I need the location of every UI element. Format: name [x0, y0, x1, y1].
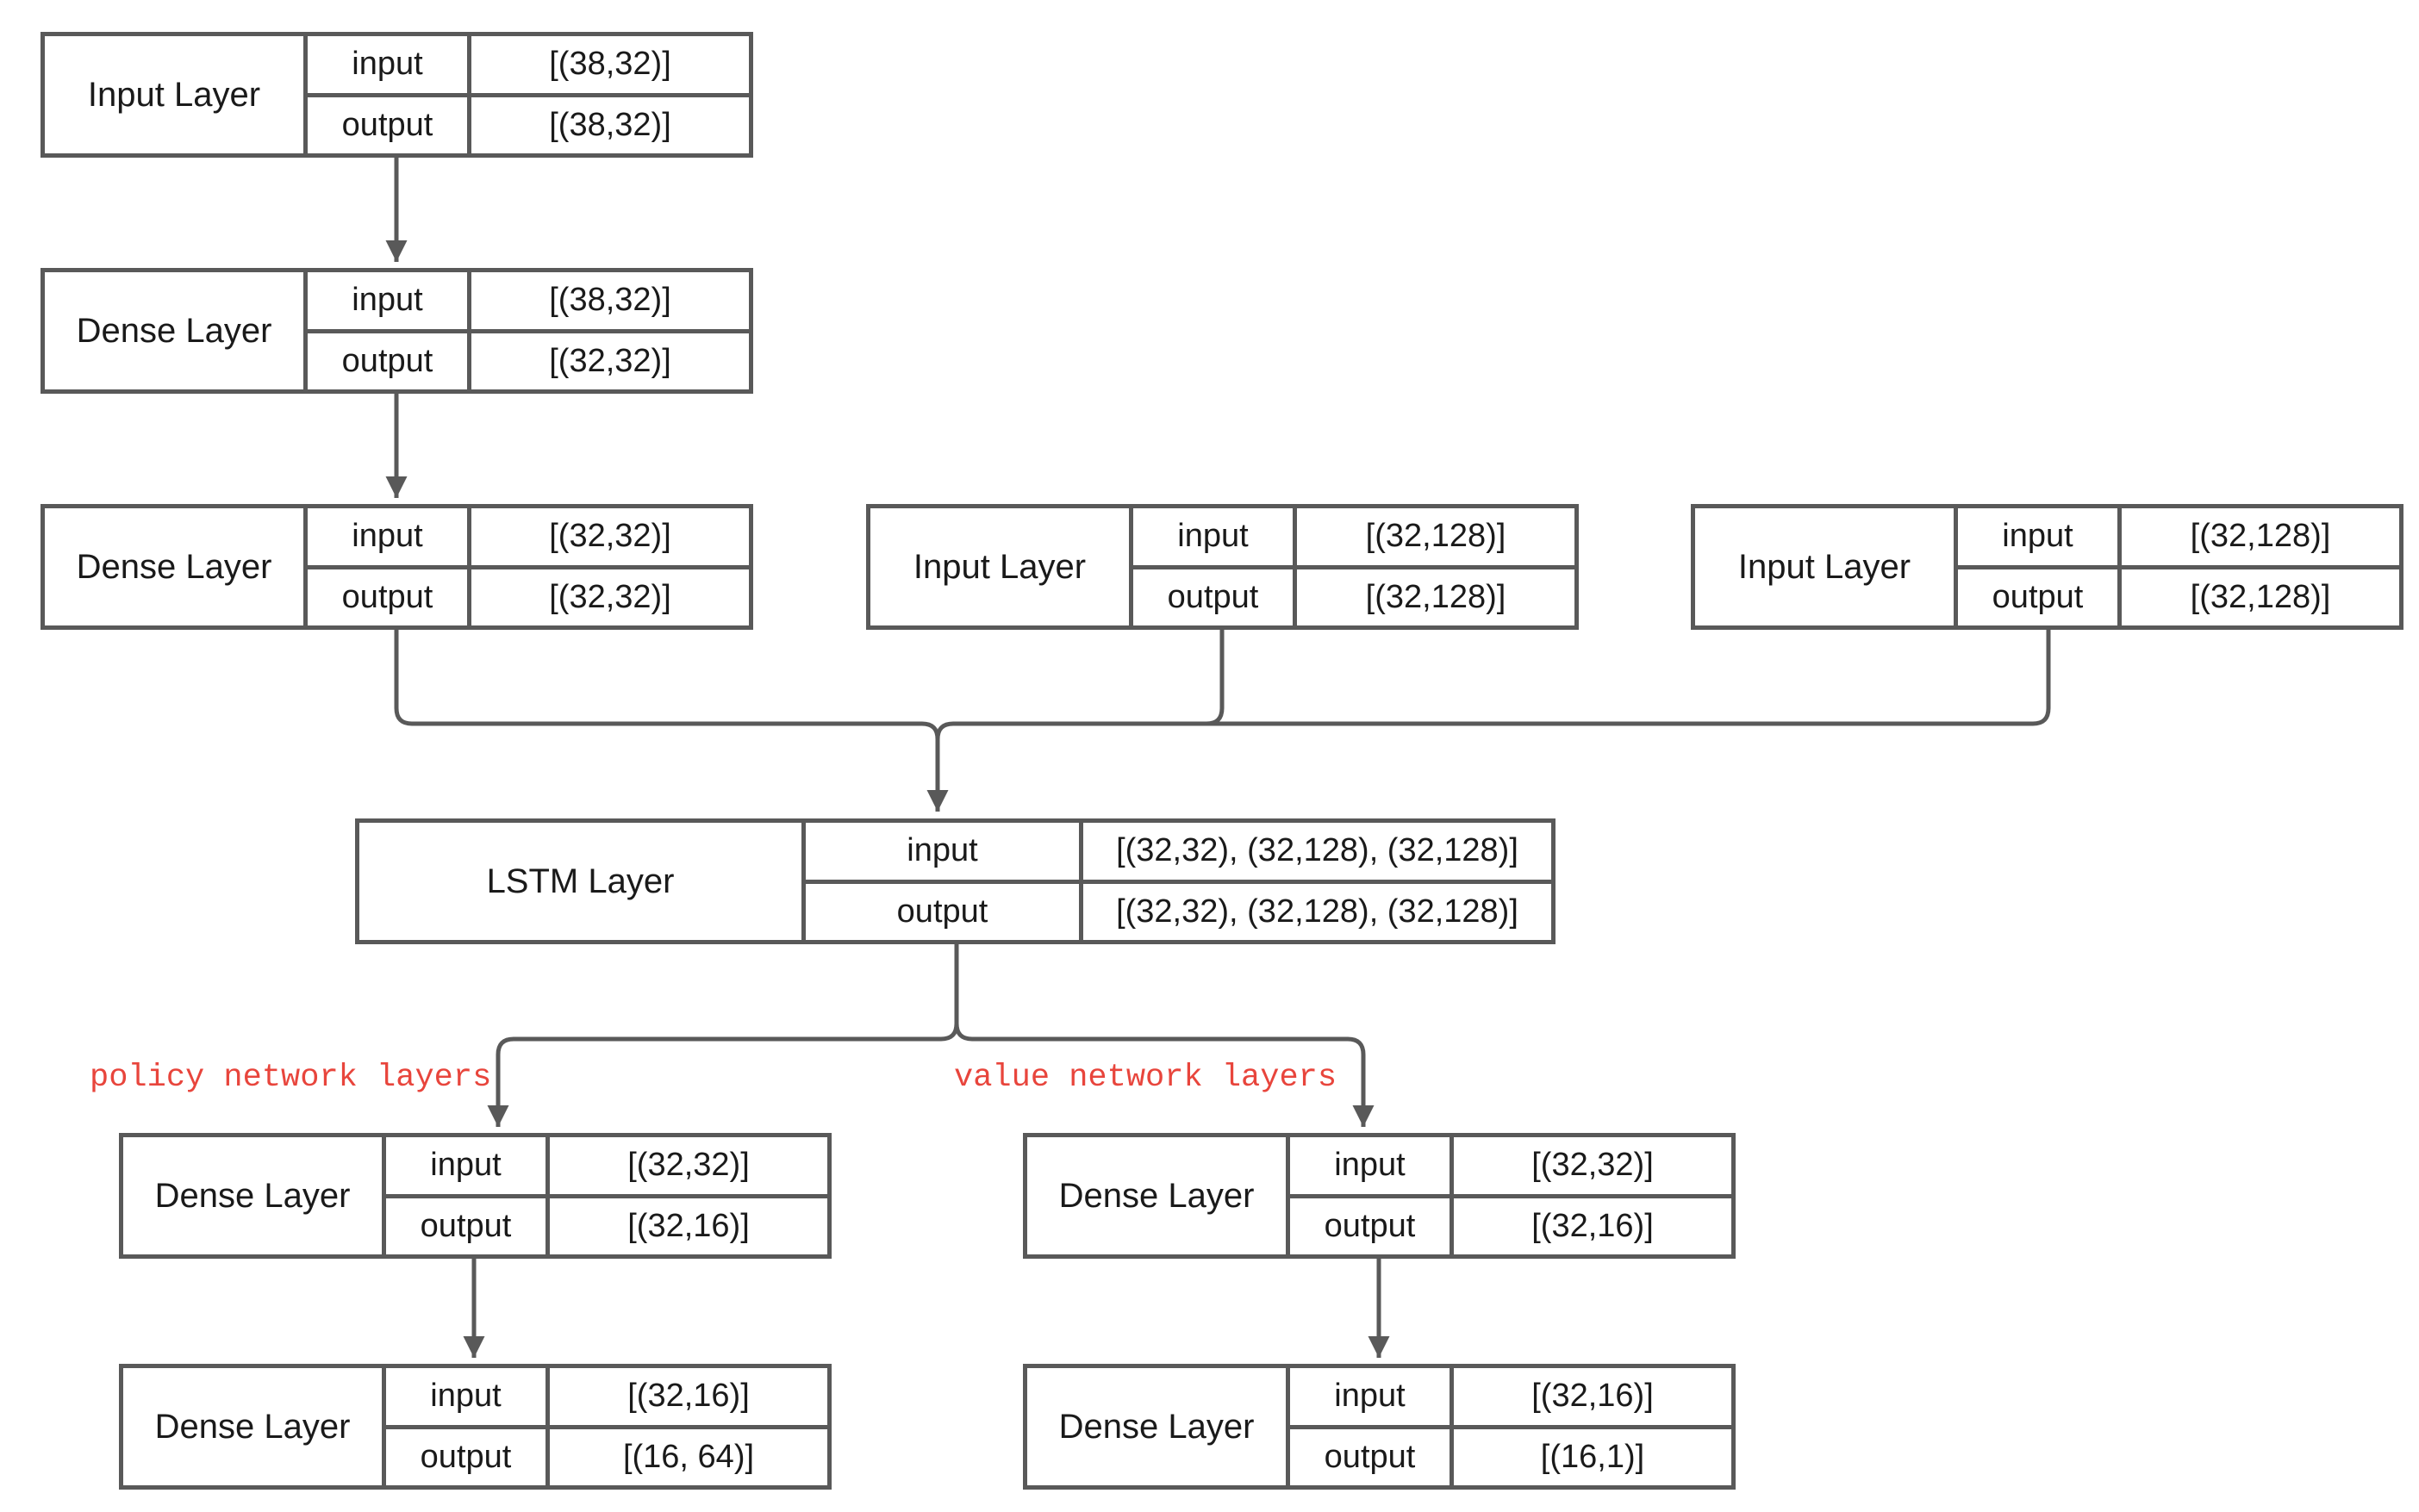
input-label: input: [1290, 1368, 1454, 1429]
layer-name: Dense Layer: [45, 508, 308, 625]
output-label: output: [386, 1428, 550, 1485]
layer-name: LSTM Layer: [359, 823, 806, 940]
output-label: output: [1958, 569, 2122, 625]
value-network-annotation: value network layers: [954, 1060, 1337, 1096]
input-label: input: [806, 823, 1083, 884]
input-label: input: [386, 1368, 550, 1429]
input-label: input: [1290, 1137, 1454, 1198]
edge-lstm-to-value: [954, 1023, 1375, 1127]
input-layer-node-3: Input Layer input [(32,128)] output [(32…: [1691, 504, 2403, 630]
output-label: output: [1290, 1198, 1454, 1254]
output-label: output: [806, 883, 1083, 940]
input-shape: [(32,32)]: [471, 508, 749, 569]
edge-lstm-to-policy: [487, 943, 959, 1127]
input-layer-node: Input Layer input [(38,32)] output [(38,…: [41, 32, 753, 158]
layer-name: Dense Layer: [1027, 1137, 1290, 1254]
output-label: output: [1290, 1428, 1454, 1485]
input-label: input: [386, 1137, 550, 1198]
policy-dense-layer-node-2: Dense Layer input [(32,16)] output [(16,…: [119, 1364, 832, 1490]
input-shape: [(38,32)]: [471, 272, 749, 333]
dense-layer-node-1: Dense Layer input [(38,32)] output [(32,…: [41, 268, 753, 394]
value-dense-layer-node-1: Dense Layer input [(32,32)] output [(32,…: [1023, 1133, 1736, 1259]
policy-dense-layer-node-1: Dense Layer input [(32,32)] output [(32,…: [119, 1133, 832, 1259]
output-shape: [(32,16)]: [1531, 1207, 1654, 1244]
edge-dense2-to-lstm: [394, 629, 949, 812]
layer-name: Dense Layer: [1027, 1368, 1290, 1485]
dense-layer-node-2: Dense Layer input [(32,32)] output [(32,…: [41, 504, 753, 630]
input-shape: [(32,32), (32,128), (32,128)]: [1083, 823, 1551, 884]
edge-input3-to-lstm: [953, 629, 2051, 726]
layer-name: Input Layer: [1695, 508, 1958, 625]
lstm-layer-node: LSTM Layer input [(32,32), (32,128), (32…: [355, 818, 1556, 944]
output-shape: [(16, 64)]: [622, 1438, 755, 1475]
input-label: input: [308, 508, 471, 569]
input-layer-node-2: Input Layer input [(32,128)] output [(32…: [866, 504, 1579, 630]
input-shape: [(32,32)]: [1454, 1137, 1731, 1198]
output-shape: [(38,32)]: [549, 106, 671, 143]
input-label: input: [1133, 508, 1297, 569]
output-shape: [(16,1)]: [1540, 1438, 1645, 1475]
output-label: output: [308, 333, 471, 389]
input-label: input: [308, 272, 471, 333]
output-label: output: [386, 1198, 550, 1254]
layer-name: Dense Layer: [123, 1368, 386, 1485]
output-shape: [(32,128)]: [2190, 578, 2331, 615]
value-dense-layer-node-2: Dense Layer input [(32,16)] output [(16,…: [1023, 1364, 1736, 1490]
output-shape: [(32,128)]: [1365, 578, 1506, 615]
output-shape: [(32,32), (32,128), (32,128)]: [1116, 893, 1518, 930]
output-label: output: [308, 96, 471, 153]
layer-name: Input Layer: [45, 36, 308, 153]
policy-network-annotation: policy network layers: [90, 1060, 492, 1096]
input-shape: [(32,16)]: [550, 1368, 827, 1429]
output-label: output: [1133, 569, 1297, 625]
input-shape: [(32,32)]: [550, 1137, 827, 1198]
output-shape: [(32,16)]: [627, 1207, 750, 1244]
input-shape: [(32,128)]: [2122, 508, 2399, 569]
output-shape: [(32,32)]: [549, 342, 671, 379]
layer-name: Dense Layer: [45, 272, 308, 389]
layer-name: Dense Layer: [123, 1137, 386, 1254]
output-shape: [(32,32)]: [549, 578, 671, 615]
input-shape: [(32,128)]: [1297, 508, 1574, 569]
layer-name: Input Layer: [870, 508, 1133, 625]
input-label: input: [308, 36, 471, 97]
output-label: output: [308, 569, 471, 625]
input-shape: [(38,32)]: [471, 36, 749, 97]
input-shape: [(32,16)]: [1454, 1368, 1731, 1429]
input-label: input: [1958, 508, 2122, 569]
